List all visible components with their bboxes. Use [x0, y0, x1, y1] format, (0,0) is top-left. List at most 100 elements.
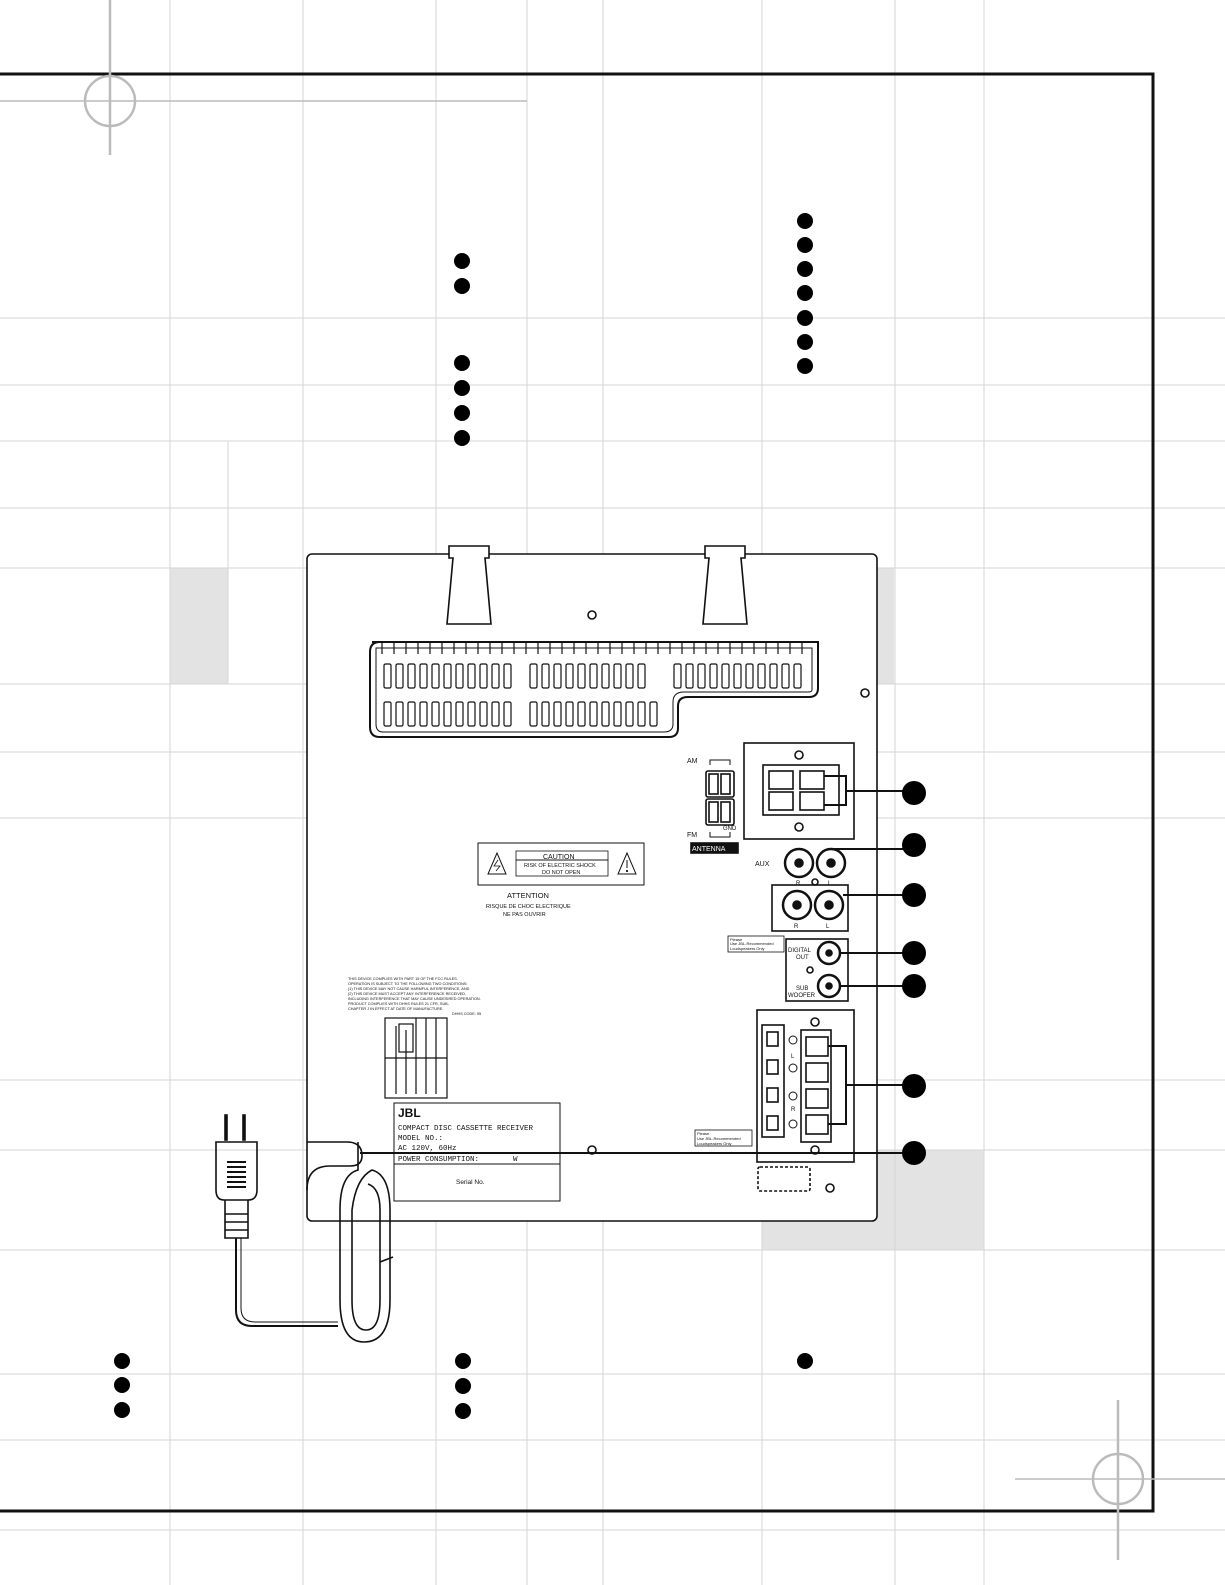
callout-bullet-icon [797, 213, 813, 229]
callout-bullet-icon [455, 1353, 471, 1369]
grille-slot [757, 663, 766, 689]
aux-label: AUX [755, 861, 770, 868]
line-l-label: L [826, 924, 830, 930]
digital-label-1: DIGITAL [788, 948, 812, 954]
grille-slot [467, 663, 476, 689]
please-note-upper-1: Please [730, 937, 743, 942]
callout-bullet-icon [454, 253, 470, 269]
grille-slot [407, 701, 416, 727]
callout-bullet-icon [902, 1074, 926, 1098]
gnd-label: GND [723, 826, 737, 832]
grille-slot [419, 701, 428, 727]
grille-slot [577, 663, 586, 689]
callout-bullet-icon [454, 405, 470, 421]
grille-slot [431, 701, 440, 727]
callout-bullet-icon [455, 1378, 471, 1394]
grille-slot [613, 663, 622, 689]
rating-serial: Serial No. [456, 1179, 485, 1186]
speaker-l-label: L [791, 1054, 795, 1060]
grille-slot [589, 663, 598, 689]
grille-slot [491, 663, 500, 689]
caution-line1: RISK OF ELECTRIC SHOCK [524, 863, 596, 869]
callout-bullet-icon [114, 1377, 130, 1393]
fm-label: FM [687, 832, 697, 839]
bottom-vent-slot [757, 1166, 811, 1192]
fcc-line-8: DHHS CODE: 95 [452, 1012, 481, 1016]
cord-strain-relief [306, 1141, 363, 1191]
callout-bullet-icon [455, 1403, 471, 1419]
speaker-terminal-block-upper [743, 742, 912, 840]
please-note-lower-2: Use JBL-Recommended [697, 1136, 741, 1141]
grille-slot [467, 701, 476, 727]
speaker-terminal-block-lower [694, 1009, 912, 1163]
cord-coil [339, 1142, 391, 1343]
line-in-jacks [771, 884, 912, 932]
antenna-terminals [690, 759, 739, 854]
rating-brand: JBL [398, 1106, 421, 1120]
grille-slot [383, 663, 392, 689]
please-note-upper-3: Loudspeakers Only [730, 946, 764, 951]
subwoofer-label-2: WOOFER [788, 993, 816, 999]
rating-line3: AC 120V, 60Hz [398, 1145, 457, 1153]
callout-bullet-icon [114, 1353, 130, 1369]
attention-title: ATTENTION [507, 891, 549, 900]
heat-sink [384, 1017, 448, 1099]
attention-line2: NE PAS OUVRIR [503, 912, 546, 918]
aux-r-label: R [796, 881, 801, 887]
callout-bullet-icon [114, 1402, 130, 1418]
grille-slot [455, 663, 464, 689]
callout-bullets-right [902, 781, 926, 1165]
antenna-label-box [690, 842, 739, 854]
callout-bullet-icon [797, 358, 813, 374]
rating-line2: MODEL NO.: [398, 1135, 443, 1143]
registration-mark-icon [1015, 1400, 1225, 1560]
grille-slot [721, 663, 730, 689]
please-note-upper-2: Use JBL-Recommended [730, 941, 774, 946]
grille-slot [649, 701, 658, 727]
grille-slot [589, 701, 598, 727]
fcc-line-6: PRODUCT COMPLIES WITH DHHS RULES 21 CFR,… [348, 1002, 450, 1006]
callout-bullet-icon [454, 278, 470, 294]
callout-bullet-icon [902, 833, 926, 857]
panel-outline [306, 553, 878, 1222]
digital-label-2: OUT [796, 955, 809, 961]
callout-bullets-top-right [797, 213, 813, 374]
fcc-line-4: (2) THIS DEVICE MUST ACCEPT ANY INTERFER… [348, 992, 466, 996]
digital-sub-outputs [727, 935, 912, 1002]
grille-slot [781, 663, 790, 689]
grille-slot [673, 663, 682, 689]
attention-line1: RISQUE DE CHOC ELECTRIQUE [486, 904, 571, 910]
panel-foot-left [446, 545, 492, 625]
grille-slot [577, 701, 586, 727]
registration-mark-icon [0, 0, 527, 155]
warning-triangle-icon [487, 851, 507, 875]
rating-line4: POWER CONSUMPTION: [398, 1156, 479, 1164]
grille-slot [733, 663, 742, 689]
grille-slot [625, 701, 634, 727]
grille-slot [769, 663, 778, 689]
grille-slot [793, 663, 802, 689]
grille-slot [541, 701, 550, 727]
grille-slot [697, 663, 706, 689]
grille-slot [443, 701, 452, 727]
grille-slot [685, 663, 694, 689]
please-note-lower-3: Loudspeakers Only [697, 1141, 731, 1146]
grille-slot [479, 663, 488, 689]
callout-bullets-top-middle [454, 253, 470, 446]
grille-slot [529, 701, 538, 727]
panel-text: AM FM GND ANTENNA AUX R L R L DIGITAL OU… [348, 758, 832, 1186]
grille-slot [383, 701, 392, 727]
fcc-line-2: OPERATION IS SUBJECT TO THE FOLLOWING TW… [348, 982, 467, 986]
callout-bullet-icon [454, 355, 470, 371]
fcc-line-7: CHAPTER J IN EFFECT AT DATE OF MANUFACTU… [348, 1007, 443, 1011]
grille-slot [395, 701, 404, 727]
please-note-lower-1: Please [697, 1131, 710, 1136]
callout-bullet-icon [902, 883, 926, 907]
shade-block-left [170, 568, 228, 684]
grille-slot [431, 663, 440, 689]
callout-bullet-icon [797, 310, 813, 326]
panel-foot-right [702, 545, 748, 625]
speaker-r-label: R [791, 1107, 796, 1113]
callout-bullet-icon [797, 1353, 813, 1369]
